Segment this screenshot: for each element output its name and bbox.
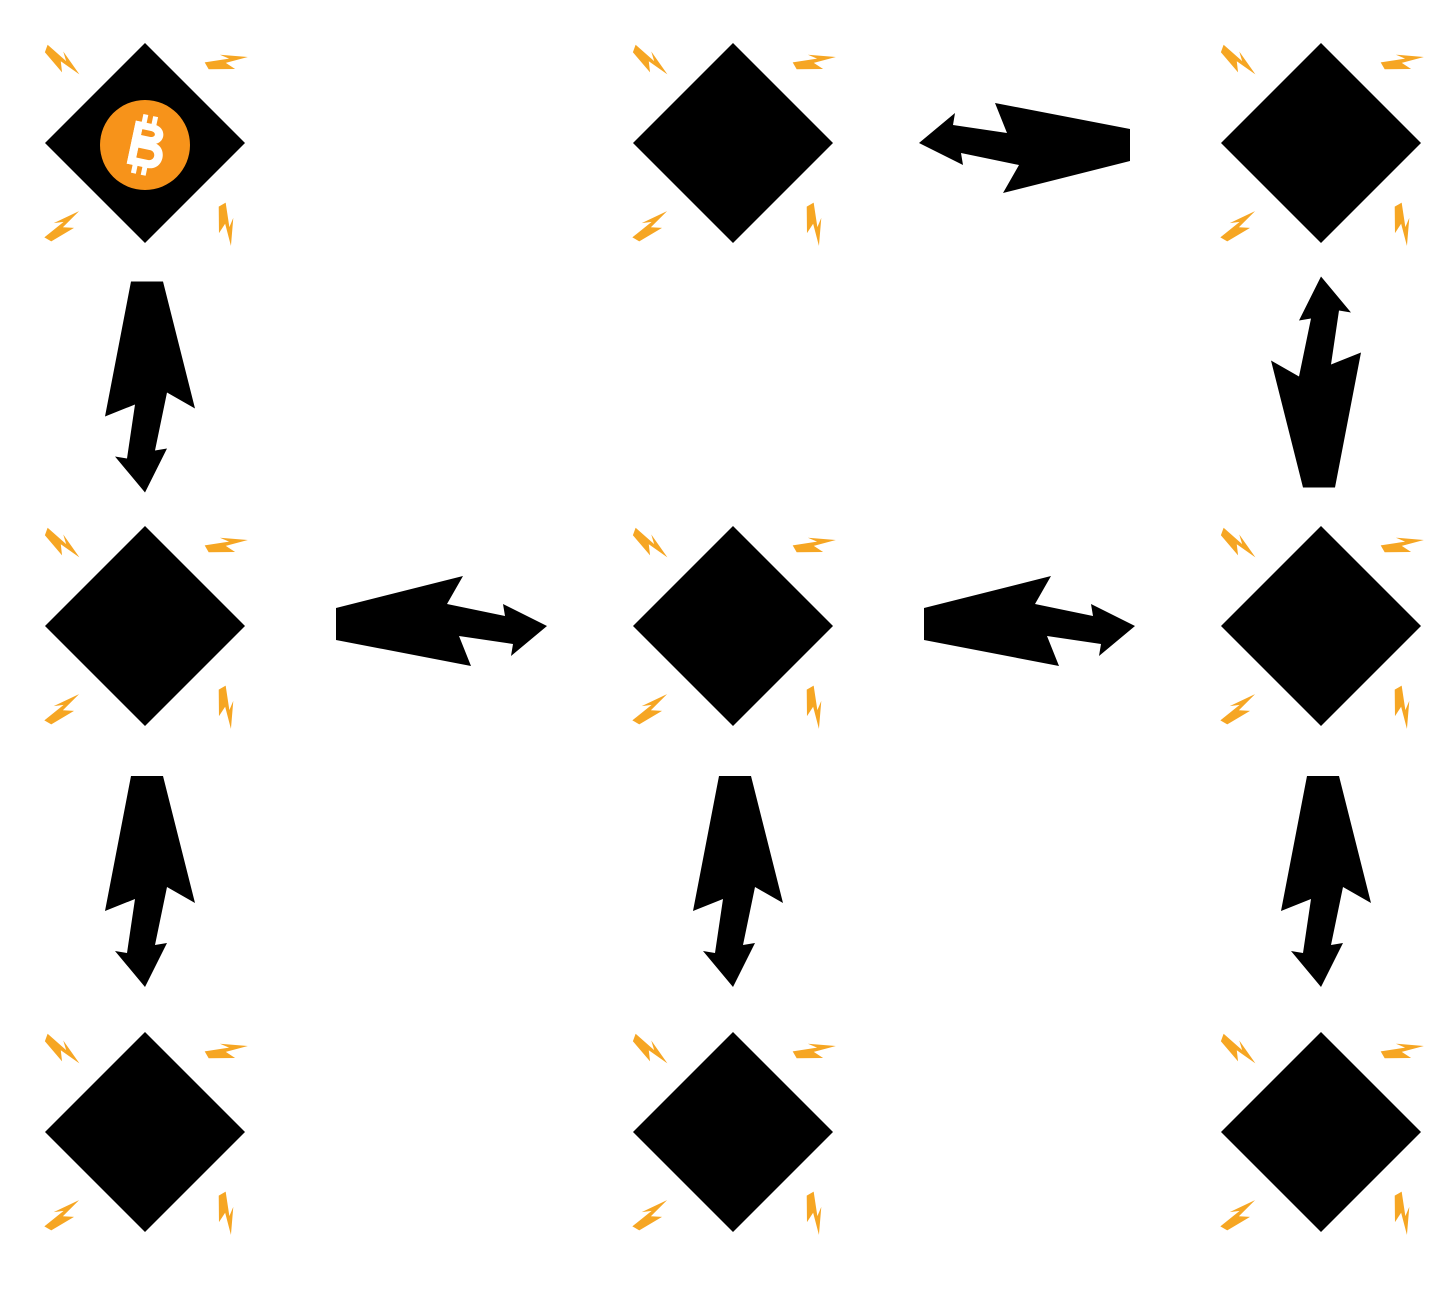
diamond-node-icon (45, 1032, 245, 1232)
bitcoin-icon (100, 100, 190, 190)
spark-icon (792, 537, 836, 553)
diamond-node-icon (633, 43, 833, 243)
diamond-node-icon (1221, 43, 1421, 243)
diamond-node-icon (633, 1032, 833, 1232)
spark-icon (204, 54, 248, 70)
lightning-bolt-arrow-icon (693, 776, 783, 987)
node-n31 (44, 1032, 248, 1235)
spark-icon (44, 694, 80, 725)
node-n33 (1220, 1032, 1424, 1235)
spark-icon (1380, 54, 1424, 70)
spark-icon (1220, 1033, 1256, 1064)
spark-icon (44, 527, 80, 558)
spark-icon (44, 1200, 80, 1231)
spark-icon (792, 1043, 836, 1059)
spark-icon (218, 685, 234, 729)
spark-icon (44, 44, 80, 75)
spark-icon (806, 202, 822, 246)
spark-icon (806, 685, 822, 729)
spark-icon (1394, 685, 1410, 729)
lightning-bolt-arrow-icon (336, 576, 547, 666)
diamond-node-icon (1221, 1032, 1421, 1232)
spark-icon (632, 44, 668, 75)
lightning-bolt-arrow-icon (1271, 276, 1361, 488)
spark-icon (1380, 537, 1424, 553)
lightning-bolt-arrow-icon (919, 103, 1130, 193)
spark-icon (1220, 1200, 1256, 1231)
spark-icon (1220, 527, 1256, 558)
spark-icon (1394, 202, 1410, 246)
spark-icon (632, 1033, 668, 1064)
diamond-node-icon (1221, 526, 1421, 726)
spark-icon (632, 694, 668, 725)
spark-icon (204, 1043, 248, 1059)
spark-icon (792, 54, 836, 70)
spark-icon (218, 1191, 234, 1235)
node-n13 (1220, 43, 1424, 246)
diamond-node-icon (45, 526, 245, 726)
spark-icon (44, 1033, 80, 1064)
node-n12 (632, 43, 836, 246)
lightning-bolt-arrow-icon (1281, 776, 1371, 987)
spark-icon (1220, 44, 1256, 75)
lightning-bolt-arrow-icon (105, 776, 195, 987)
spark-icon (1380, 1043, 1424, 1059)
spark-icon (632, 1200, 668, 1231)
node-n23 (1220, 526, 1424, 729)
spark-icon (218, 202, 234, 246)
lightning-bolt-arrow-icon (105, 281, 195, 493)
diamond-node-icon (633, 526, 833, 726)
spark-icon (806, 1191, 822, 1235)
spark-icon (632, 211, 668, 242)
node-n22 (632, 526, 836, 729)
spark-icon (632, 527, 668, 558)
spark-icon (44, 211, 80, 242)
spark-icon (204, 537, 248, 553)
edges-layer (105, 103, 1371, 987)
node-n32 (632, 1032, 836, 1235)
node-n21 (44, 526, 248, 729)
lightning-bolt-arrow-icon (924, 576, 1135, 666)
nodes-layer (44, 43, 1424, 1235)
node-n11 (44, 43, 248, 246)
spark-icon (1220, 694, 1256, 725)
spark-icon (1394, 1191, 1410, 1235)
spark-icon (1220, 211, 1256, 242)
